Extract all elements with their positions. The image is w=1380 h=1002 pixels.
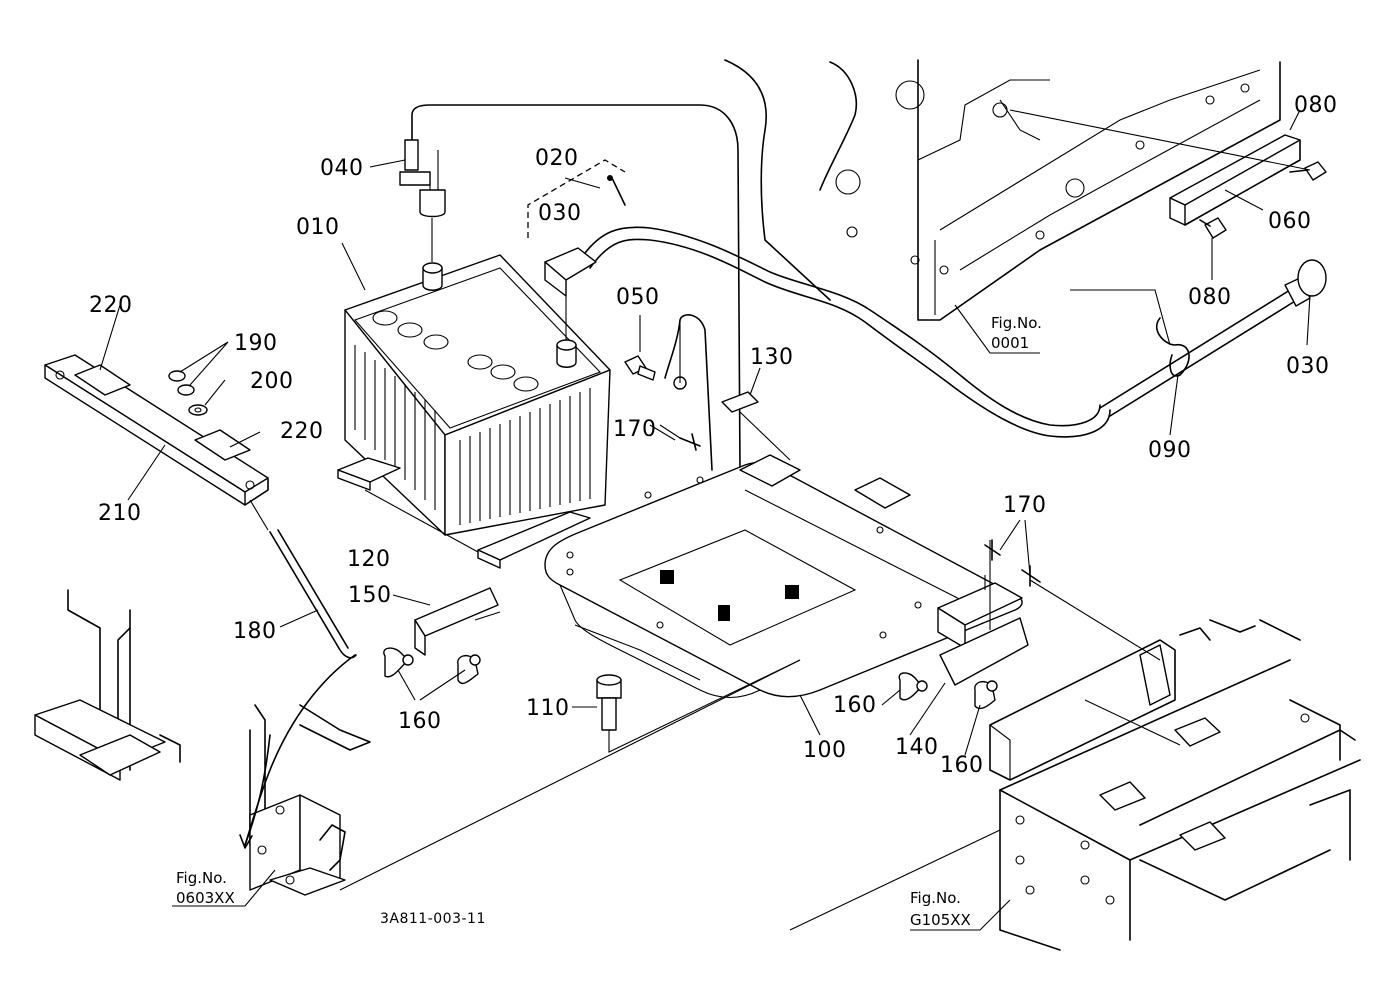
nut-190: [168, 370, 208, 416]
bracket-060: [1009, 109, 1327, 239]
bracket-140: [937, 540, 1029, 686]
fig-ref-0001-line2: 0001: [991, 334, 1029, 352]
label-060: 060: [1268, 209, 1312, 234]
label-080-lower: 080: [1188, 285, 1232, 310]
cable-040: [399, 104, 741, 471]
hold-down-bar: [44, 354, 269, 506]
label-020: 020: [535, 146, 579, 171]
fig-ref-0603-line1: Fig.No.: [176, 869, 227, 887]
clip-130: [721, 391, 791, 461]
label-160-left: 160: [398, 709, 442, 734]
rod-180: [249, 499, 357, 659]
wing-nut: [383, 647, 998, 710]
label-010: 010: [296, 215, 340, 240]
clamp-090: [1155, 317, 1190, 377]
label-090: 090: [1148, 438, 1192, 463]
label-030-upper: 030: [538, 201, 582, 226]
figure-references: Fig.No. 0001 Fig.No. 0603XX Fig.No. G105…: [176, 314, 1042, 929]
label-130: 130: [750, 345, 794, 370]
label-190: 190: [234, 331, 278, 356]
label-030-lower: 030: [1286, 354, 1330, 379]
fig-ref-g105-line1: Fig.No.: [910, 889, 961, 907]
label-180: 180: [233, 619, 277, 644]
label-050: 050: [616, 285, 660, 310]
bracket-150: [414, 587, 501, 656]
fig-ref-0001-line1: Fig.No.: [991, 314, 1042, 332]
label-220-lower: 220: [280, 419, 324, 444]
label-080-upper: 080: [1294, 93, 1338, 118]
label-170-right: 170: [1003, 493, 1047, 518]
cable-030: [544, 175, 1327, 438]
label-210: 210: [98, 501, 142, 526]
label-170-left: 170: [613, 417, 657, 442]
leader-lines: [99, 109, 1311, 931]
frame-center: [239, 654, 801, 896]
frame-left: [34, 589, 181, 781]
label-160-right: 160: [940, 753, 984, 778]
label-150: 150: [348, 583, 392, 608]
label-160-middle: 160: [833, 693, 877, 718]
drawing-code: 3A811-003-11: [380, 911, 486, 927]
label-200: 200: [250, 369, 294, 394]
battery-tray: [544, 454, 1023, 698]
battery-pad: [337, 457, 591, 569]
fig-ref-0001-leader: [954, 289, 1171, 354]
label-140: 140: [895, 735, 939, 760]
part-labels: 010 020 030 030 040 050 060 080 080 090 …: [89, 93, 1338, 778]
label-120: 120: [347, 547, 391, 572]
bolt-110: [596, 659, 801, 753]
label-040: 040: [320, 156, 364, 181]
engine-block: [724, 59, 1281, 321]
label-100: 100: [803, 738, 847, 763]
frame-right: [789, 579, 1361, 951]
label-110: 110: [526, 696, 570, 721]
battery: [344, 254, 611, 536]
bolt-050: [624, 314, 713, 471]
fig-ref-0603-line2: 0603XX: [176, 889, 235, 907]
label-220-upper: 220: [89, 293, 133, 318]
fig-ref-g105-line2: G105XX: [910, 911, 971, 929]
